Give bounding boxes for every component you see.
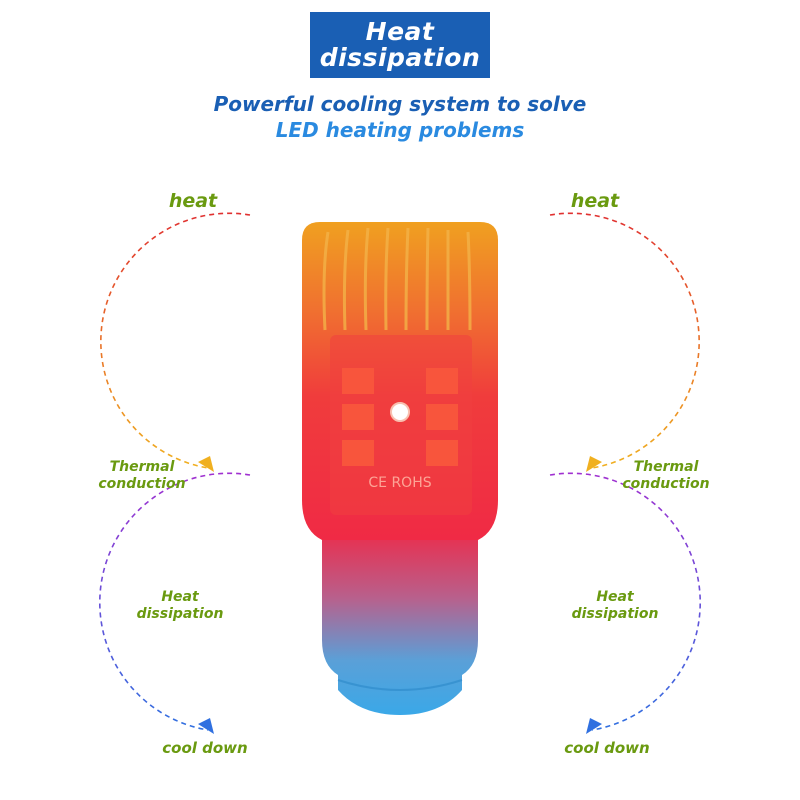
right-heat-label: heat: [570, 190, 620, 212]
right-cool-label: cool down: [564, 739, 650, 757]
badge-line-1: Heat: [365, 17, 435, 46]
heatsink-fins: [322, 227, 472, 331]
right-dissipation-line-2: dissipation: [571, 606, 659, 622]
left-cool-arc: [99, 472, 251, 731]
right-dissipation-line-1: Heat: [596, 589, 634, 605]
bulb-base: [322, 535, 478, 715]
subtitle-line-2: LED heating problems: [275, 118, 525, 142]
right-cool-arc: [549, 472, 701, 731]
right-dissipation-label: Heat dissipation: [560, 589, 670, 623]
left-arrow-orange-icon: [198, 456, 214, 472]
subtitle-line-1: Powerful cooling system to solve: [213, 92, 587, 116]
right-heat-arc: [549, 212, 701, 469]
right-thermal-label: Thermal conduction: [606, 459, 726, 493]
left-dissipation-line-2: dissipation: [136, 606, 224, 622]
left-dissipation-line-1: Heat: [161, 589, 199, 605]
left-thermal-label: Thermal conduction: [82, 459, 202, 493]
left-cool-label: cool down: [162, 739, 248, 757]
bulb-marking: CE ROHS: [368, 475, 431, 491]
right-thermal-line-1: Thermal: [633, 459, 699, 475]
left-heat-label: heat: [168, 190, 218, 212]
right-thermal-line-2: conduction: [622, 476, 710, 492]
left-heat-arc: [99, 212, 251, 469]
left-arrow-blue-icon: [198, 718, 214, 734]
led-bulb-icon: CE ROHS: [302, 222, 498, 715]
right-arrow-blue-icon: [586, 718, 602, 734]
right-arrow-orange-icon: [586, 456, 602, 472]
badge-line-2: dissipation: [319, 43, 481, 72]
left-thermal-line-1: Thermal: [109, 459, 175, 475]
center-hole: [390, 402, 410, 422]
left-dissipation-label: Heat dissipation: [125, 589, 235, 623]
title-badge: Heat dissipation: [310, 12, 490, 78]
left-thermal-line-2: conduction: [98, 476, 186, 492]
